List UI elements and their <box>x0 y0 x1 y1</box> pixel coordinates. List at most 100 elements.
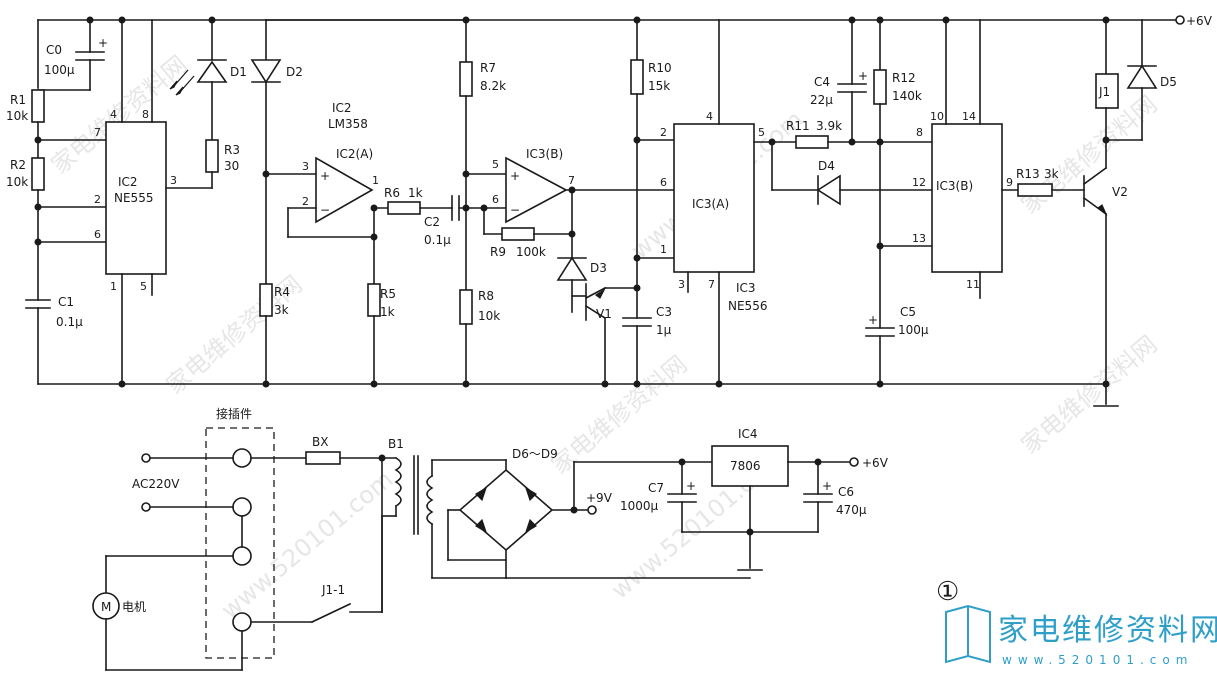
c6-ref: C6 <box>838 485 854 499</box>
r7-value: 8.2k <box>480 79 506 93</box>
ic2-pin2: 2 <box>94 193 101 206</box>
logo-text: 家电维修资料网 <box>998 613 1217 648</box>
d2-ref: D2 <box>286 65 303 79</box>
relay-driver: V2 J1 D5 <box>1082 19 1177 407</box>
ic2-pin5: 5 <box>140 280 147 293</box>
r6-value: 1k <box>408 186 423 200</box>
ic2-pin3: 3 <box>170 174 177 187</box>
ic2a-pin3: 3 <box>302 160 309 173</box>
ic3b-amp-pin5: 5 <box>492 158 499 171</box>
pulse-coupling: R11 3.9k D4 + C4 22μ R12 140k + C5 100μ <box>753 19 933 385</box>
ic2a-pin2: 2 <box>302 195 309 208</box>
c2-value: 0.1μ <box>424 233 451 247</box>
d2-sensor-branch: D2 R4 3k <box>250 19 467 385</box>
connector-box <box>205 427 275 659</box>
ic3a-pin1: 1 <box>660 243 667 256</box>
figure-number: ① <box>936 577 959 607</box>
out6-label: +6V <box>862 456 889 470</box>
ic3a-pin2: 2 <box>660 126 667 139</box>
ic3b-pin13: 13 <box>912 232 926 245</box>
ic2a-ref: IC2 <box>332 101 352 115</box>
c7-ref: C7 <box>648 481 664 495</box>
watermark-text: 家电维修资料网 <box>1016 90 1163 219</box>
r1-body <box>31 89 45 123</box>
d1-led-branch: D1 R3 30 <box>169 19 247 189</box>
r2-body <box>31 157 45 191</box>
d4-ref: D4 <box>818 159 835 173</box>
c4-polarity: + <box>858 69 868 83</box>
c5-ref: C5 <box>900 305 916 319</box>
ic3-ref: IC3 <box>736 281 756 295</box>
ic2a-pin1: 1 <box>372 174 379 187</box>
d1-ref: D1 <box>230 65 247 79</box>
r4-ref: R4 <box>274 285 290 299</box>
ic3b-timer: 10 14 8 12 9 13 11 IC3(B) R13 3k <box>912 19 1085 299</box>
ic3b-pin9: 9 <box>1006 176 1013 189</box>
ac-label: AC220V <box>132 477 180 491</box>
r11-ref: R11 <box>786 119 810 133</box>
r13-value: 3k <box>1044 167 1059 181</box>
ic3b-pin14: 14 <box>962 110 976 123</box>
c0-polarity: + <box>98 36 108 50</box>
ic3-part: NE556 <box>728 299 767 313</box>
supply-terminal <box>1175 15 1185 25</box>
ic3a-pin7: 7 <box>708 278 715 291</box>
power-section: 接插件 AC220V M 电机 J1-1 BX B1 <box>92 406 507 671</box>
v2-ref: V2 <box>1112 185 1128 199</box>
r9-ref: R9 <box>490 245 506 259</box>
ic2a-unit: IC2(A) <box>336 147 373 161</box>
ic3b-unit: IC3(B) <box>936 179 973 193</box>
bridge-rectifier: D6～D9 +9V <box>447 447 613 579</box>
ic3b-pin12: 12 <box>912 176 926 189</box>
r2-ref: R2 <box>10 158 26 172</box>
j1-ref: J1 <box>1098 85 1110 99</box>
ic2-pin7: 7 <box>94 126 101 139</box>
ic3a-timer: R10 15k 4 2 6 1 3 7 5 IC3(A) IC3 NE556 <box>630 19 767 385</box>
bridge-ref: D6～D9 <box>512 447 558 461</box>
r12-ref: R12 <box>892 71 916 85</box>
c2-ref: C2 <box>424 215 440 229</box>
ic3a-pin6: 6 <box>660 176 667 189</box>
b1-ref: B1 <box>388 437 404 451</box>
ic2-pin1: 1 <box>110 280 117 293</box>
ic3b-pin11: 11 <box>966 278 980 291</box>
svg-text:+: + <box>320 169 330 183</box>
motor-m: M <box>101 600 111 614</box>
ic2-ref: IC2 <box>118 175 138 189</box>
r7-r8-divider: R7 8.2k R8 10k <box>459 19 507 385</box>
c3-value: 1μ <box>656 323 672 337</box>
plus9-label: +9V <box>586 491 613 505</box>
ic3a-pin3: 3 <box>678 278 685 291</box>
c4-ref: C4 <box>814 75 830 89</box>
r4-value: 3k <box>274 303 289 317</box>
ic3b-amp-pin6: 6 <box>492 193 499 206</box>
c5-polarity: + <box>868 313 878 327</box>
ic2-ne555: 4 8 7 2 6 3 1 5 IC2 NE555 <box>94 19 213 385</box>
ic2a-opamp: + − 3 2 1 IC2 LM358 IC2(A) R5 1k R6 1k C… <box>287 101 507 385</box>
c6-polarity: + <box>822 479 832 493</box>
r3-value: 30 <box>224 159 239 173</box>
c5-value: 100μ <box>898 323 929 337</box>
r2-value: 10k <box>6 175 28 189</box>
svg-text:+: + <box>510 169 520 183</box>
r8-value: 10k <box>478 309 500 323</box>
supply-label: +6V <box>1186 14 1213 28</box>
svg-text:−: − <box>320 203 330 217</box>
c7-polarity: + <box>686 479 696 493</box>
r10-ref: R10 <box>648 61 672 75</box>
ic3b-pin10: 10 <box>930 110 944 123</box>
ic3b-comparator: + − 5 6 7 IC3(B) R9 100k D3 V1 C3 1μ <box>480 147 675 385</box>
c6-value: 470μ <box>836 503 867 517</box>
input-timing-network: + C0 100μ R1 10k R2 10k C1 0.1μ <box>6 19 108 385</box>
r11-value: 3.9k <box>816 119 842 133</box>
c3-ref: C3 <box>656 305 672 319</box>
c1-value: 0.1μ <box>56 315 83 329</box>
r5-ref: R5 <box>380 287 396 301</box>
ic3a-unit: IC3(A) <box>692 197 729 211</box>
r8-ref: R8 <box>478 289 494 303</box>
r1-ref: R1 <box>10 93 26 107</box>
ic2a-part: LM358 <box>328 117 368 131</box>
d3-ref: D3 <box>590 261 607 275</box>
ic3b-amp-unit: IC3(B) <box>526 147 563 161</box>
j1-1-ref: J1-1 <box>321 583 345 597</box>
